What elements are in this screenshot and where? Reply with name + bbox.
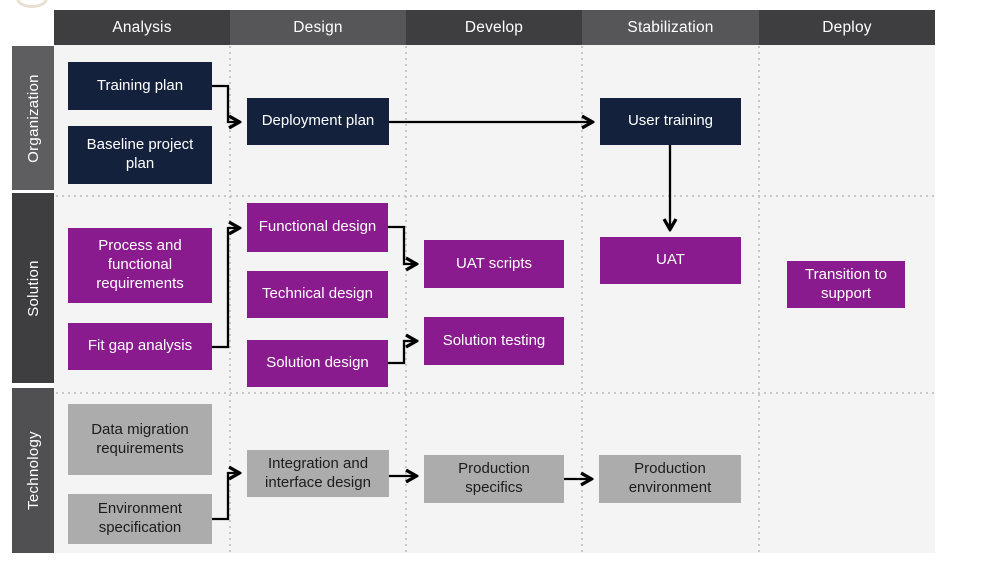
row-label-technology: Technology (12, 388, 54, 553)
phase-header-analysis: Analysis (54, 10, 230, 45)
box-training-plan: Training plan (68, 62, 212, 110)
phase-header-stabilization: Stabilization (582, 10, 759, 45)
row-label-organization: Organization (12, 46, 54, 190)
box-environment-specification: Environment specification (68, 494, 212, 544)
box-production-environment: Production environment (599, 455, 741, 503)
column-divider (758, 46, 760, 552)
phase-header-design: Design (230, 10, 406, 45)
box-transition-to-support: Transition to support (787, 261, 905, 308)
box-functional-design: Functional design (247, 203, 388, 252)
column-divider (405, 46, 407, 552)
box-deployment-plan: Deployment plan (247, 98, 389, 145)
box-solution-design: Solution design (247, 340, 388, 387)
column-divider (581, 46, 583, 552)
phase-header-develop: Develop (406, 10, 582, 45)
column-divider (229, 46, 231, 552)
box-integration-interface-design: Integration and interface design (247, 450, 389, 497)
box-technical-design: Technical design (247, 271, 388, 318)
box-fit-gap-analysis: Fit gap analysis (68, 323, 212, 370)
row-divider (56, 392, 935, 394)
row-label-solution: Solution (12, 193, 54, 383)
row-label-solution-text: Solution (24, 259, 42, 317)
row-label-technology-text: Technology (24, 431, 42, 510)
box-uat-scripts: UAT scripts (424, 240, 564, 288)
box-uat: UAT (600, 237, 741, 284)
phase-header-deploy: Deploy (759, 10, 935, 45)
box-user-training: User training (600, 98, 741, 145)
decorative-circle (16, 0, 48, 8)
box-solution-testing: Solution testing (424, 317, 564, 365)
box-data-migration-requirements: Data migration requirements (68, 404, 212, 475)
row-label-organization-text: Organization (24, 73, 42, 163)
box-production-specifics: Production specifics (424, 455, 564, 503)
box-process-functional-requirements: Process and functional requirements (68, 228, 212, 303)
row-divider (56, 195, 935, 197)
box-baseline-project-plan: Baseline project plan (68, 126, 212, 184)
